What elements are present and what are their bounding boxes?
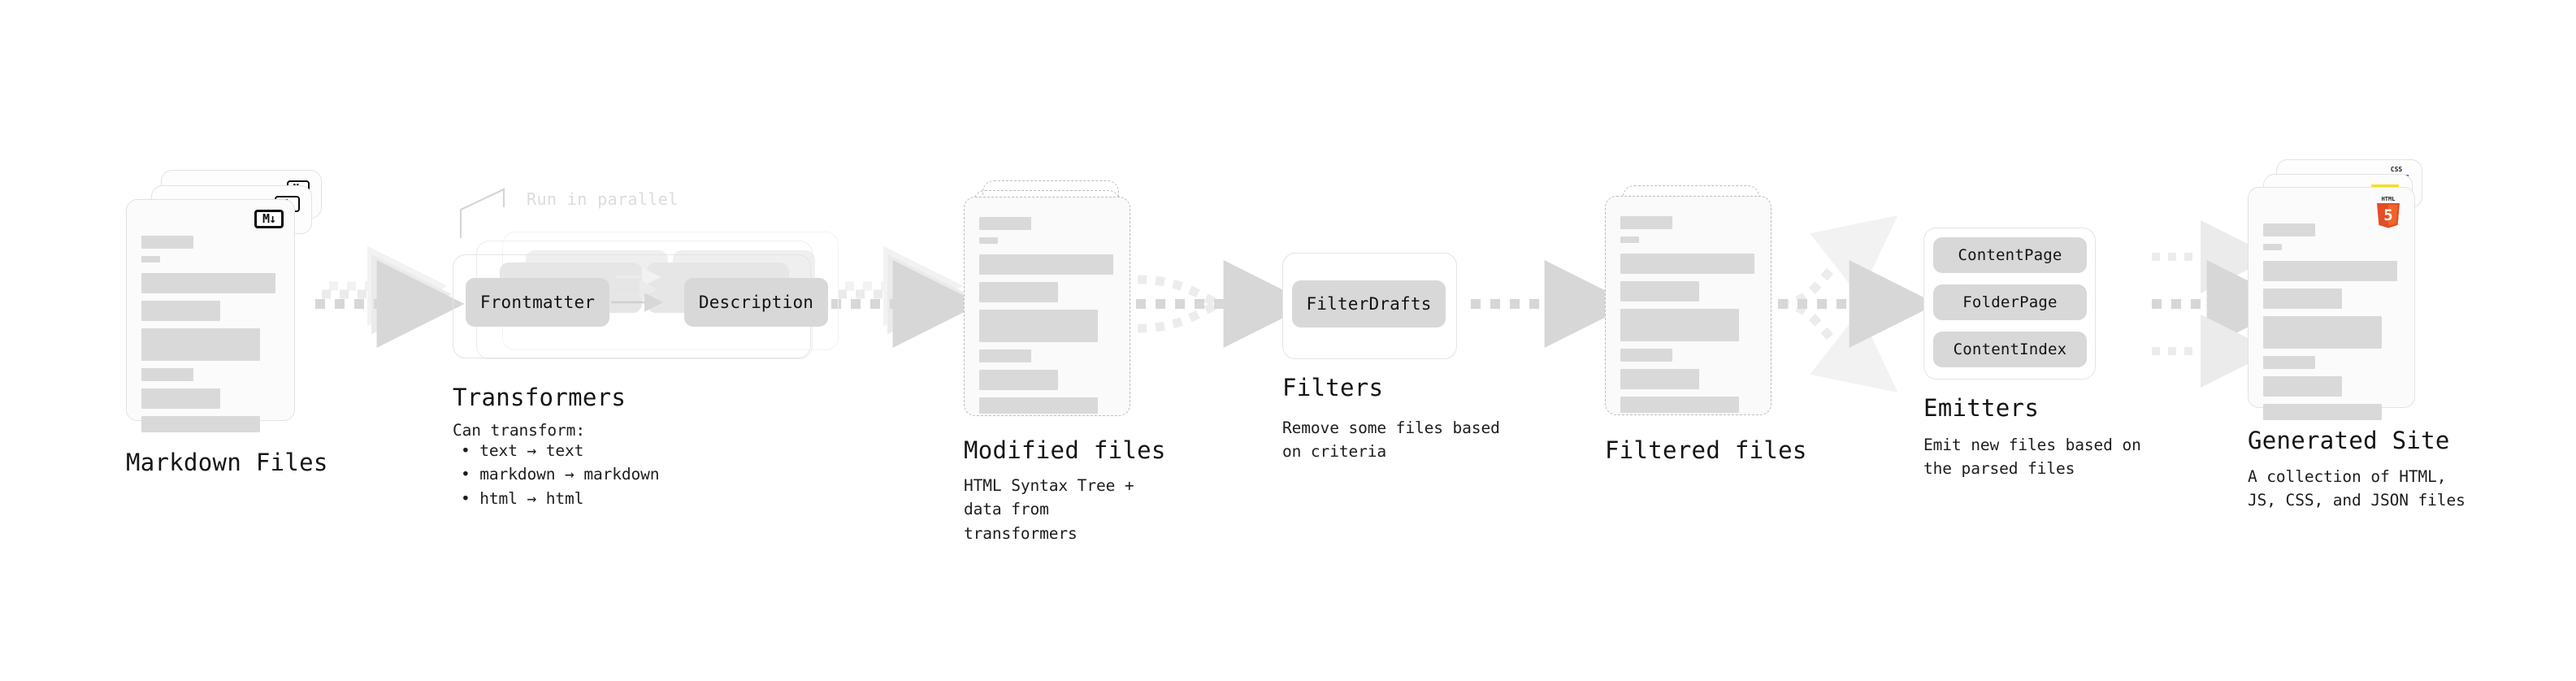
stage-caption-modified-files: HTML Syntax Tree + data from transformer… bbox=[964, 476, 1134, 543]
placeholder-bar bbox=[141, 416, 260, 432]
transformers-bullet-text: markdown → markdown bbox=[479, 465, 660, 484]
placeholder-bar bbox=[2263, 288, 2342, 309]
placeholder-bar bbox=[141, 256, 160, 262]
emitter-chip-contentindex[interactable]: ContentIndex bbox=[1933, 332, 2087, 367]
stage-caption-filters: Remove some files based on criteria bbox=[1282, 419, 1500, 462]
stage-title-transformers: Transformers bbox=[453, 384, 627, 411]
generated-card-front: HTML 5 bbox=[2248, 187, 2415, 420]
stage-filters: FilterDrafts Filters Remove some files b… bbox=[1282, 253, 1500, 462]
placeholder-bar bbox=[2263, 376, 2342, 397]
stage-transformers: Run in parallel Frontmatter Description … bbox=[0, 0, 839, 681]
placeholder-bar bbox=[141, 368, 193, 381]
run-in-parallel-label: Run in parallel bbox=[527, 189, 679, 209]
emitter-chip-folderpage[interactable]: FolderPage bbox=[1933, 284, 2087, 320]
bullet-dot: • bbox=[461, 465, 480, 484]
placeholder-bar bbox=[2263, 261, 2397, 281]
placeholder-bar bbox=[979, 282, 1058, 302]
placeholder-bar bbox=[2263, 223, 2315, 236]
placeholder-bar bbox=[2263, 244, 2282, 250]
stage-title-emitters: Emitters bbox=[1923, 394, 2040, 422]
transformers-bullet: • html → html bbox=[461, 487, 659, 510]
stage-markdown-files: M↓ M↓ M↓ Markdown Files bbox=[0, 0, 341, 681]
placeholder-bar bbox=[1620, 254, 1754, 274]
placeholder-bar bbox=[979, 349, 1031, 362]
transformers-bullet-text: text → text bbox=[479, 441, 584, 460]
placeholder-bar bbox=[979, 217, 1031, 230]
placeholder-bar bbox=[1620, 281, 1699, 301]
placeholder-bar bbox=[1620, 397, 1739, 413]
placeholder-bar bbox=[1620, 216, 1672, 229]
html5-badge: HTML 5 bbox=[2374, 194, 2403, 228]
placeholder-bar bbox=[979, 370, 1058, 390]
placeholder-bar bbox=[979, 397, 1098, 414]
placeholder-bar bbox=[2263, 404, 2382, 420]
stage-caption-transformers: Can transform: bbox=[453, 421, 585, 440]
filter-chip-filterdrafts[interactable]: FilterDrafts bbox=[1292, 280, 1446, 327]
placeholder-bar bbox=[141, 273, 275, 293]
bullet-dot: • bbox=[461, 441, 480, 460]
bullet-dot: • bbox=[461, 488, 480, 508]
transformers-bullet: • text → text bbox=[461, 439, 659, 462]
stage-title-generated-site: Generated Site bbox=[2248, 427, 2450, 454]
generated-placeholder-lines bbox=[2263, 223, 2400, 420]
stage-title-filtered-files: Filtered files bbox=[1605, 436, 1807, 464]
markdown-card-front: M↓ bbox=[126, 199, 295, 432]
transformers-bullet-text: html → html bbox=[479, 488, 584, 508]
placeholder-bar bbox=[1620, 309, 1739, 341]
stage-title-modified-files: Modified files bbox=[964, 436, 1166, 464]
modified-placeholder-lines bbox=[979, 217, 1115, 414]
placeholder-bar bbox=[1620, 349, 1672, 362]
filtered-card-front bbox=[1605, 196, 1772, 415]
stage-caption-generated-site: A collection of HTML, JS, CSS, and JSON … bbox=[2248, 467, 2465, 510]
placeholder-bar bbox=[141, 236, 193, 249]
placeholder-bar bbox=[141, 301, 220, 321]
placeholder-bar bbox=[979, 254, 1113, 275]
placeholder-bar bbox=[979, 310, 1098, 342]
placeholder-bar bbox=[2263, 356, 2315, 369]
transformers-bullet-list: • text → text • markdown → markdown • ht… bbox=[461, 439, 660, 510]
filtered-placeholder-lines bbox=[1620, 216, 1756, 413]
placeholder-bar bbox=[979, 237, 998, 244]
stage-caption-emitters: Emit new files based on the parsed files bbox=[1923, 436, 2141, 479]
emitter-chip-contentpage[interactable]: ContentPage bbox=[1933, 237, 2087, 273]
placeholder-bar bbox=[141, 328, 260, 361]
stage-title-markdown-files: Markdown Files bbox=[126, 449, 328, 476]
svg-text:5: 5 bbox=[2383, 206, 2392, 224]
placeholder-bar bbox=[2263, 316, 2382, 349]
stage-title-filters: Filters bbox=[1282, 374, 1384, 401]
transformers-bullet: • markdown → markdown bbox=[461, 462, 660, 486]
markdown-badge-front: M↓ bbox=[254, 210, 284, 228]
stage-emitters: ContentPage FolderPage ContentIndex Emit… bbox=[1923, 228, 2141, 479]
placeholder-bar bbox=[141, 388, 220, 409]
stage-modified-files: Modified files HTML Syntax Tree + data f… bbox=[0, 0, 1165, 681]
placeholder-bar bbox=[1620, 369, 1699, 389]
svg-text:HTML: HTML bbox=[2382, 196, 2396, 202]
markdown-placeholder-lines bbox=[141, 236, 280, 432]
placeholder-bar bbox=[1620, 236, 1639, 243]
transformer-chip-frontmatter[interactable]: Frontmatter bbox=[466, 278, 609, 327]
modified-card-front bbox=[964, 197, 1130, 416]
stage-filtered-files: Filtered files bbox=[1605, 185, 1806, 464]
css-badge-label: CSS bbox=[2390, 166, 2403, 173]
transformer-chip-description[interactable]: Description bbox=[684, 278, 828, 327]
